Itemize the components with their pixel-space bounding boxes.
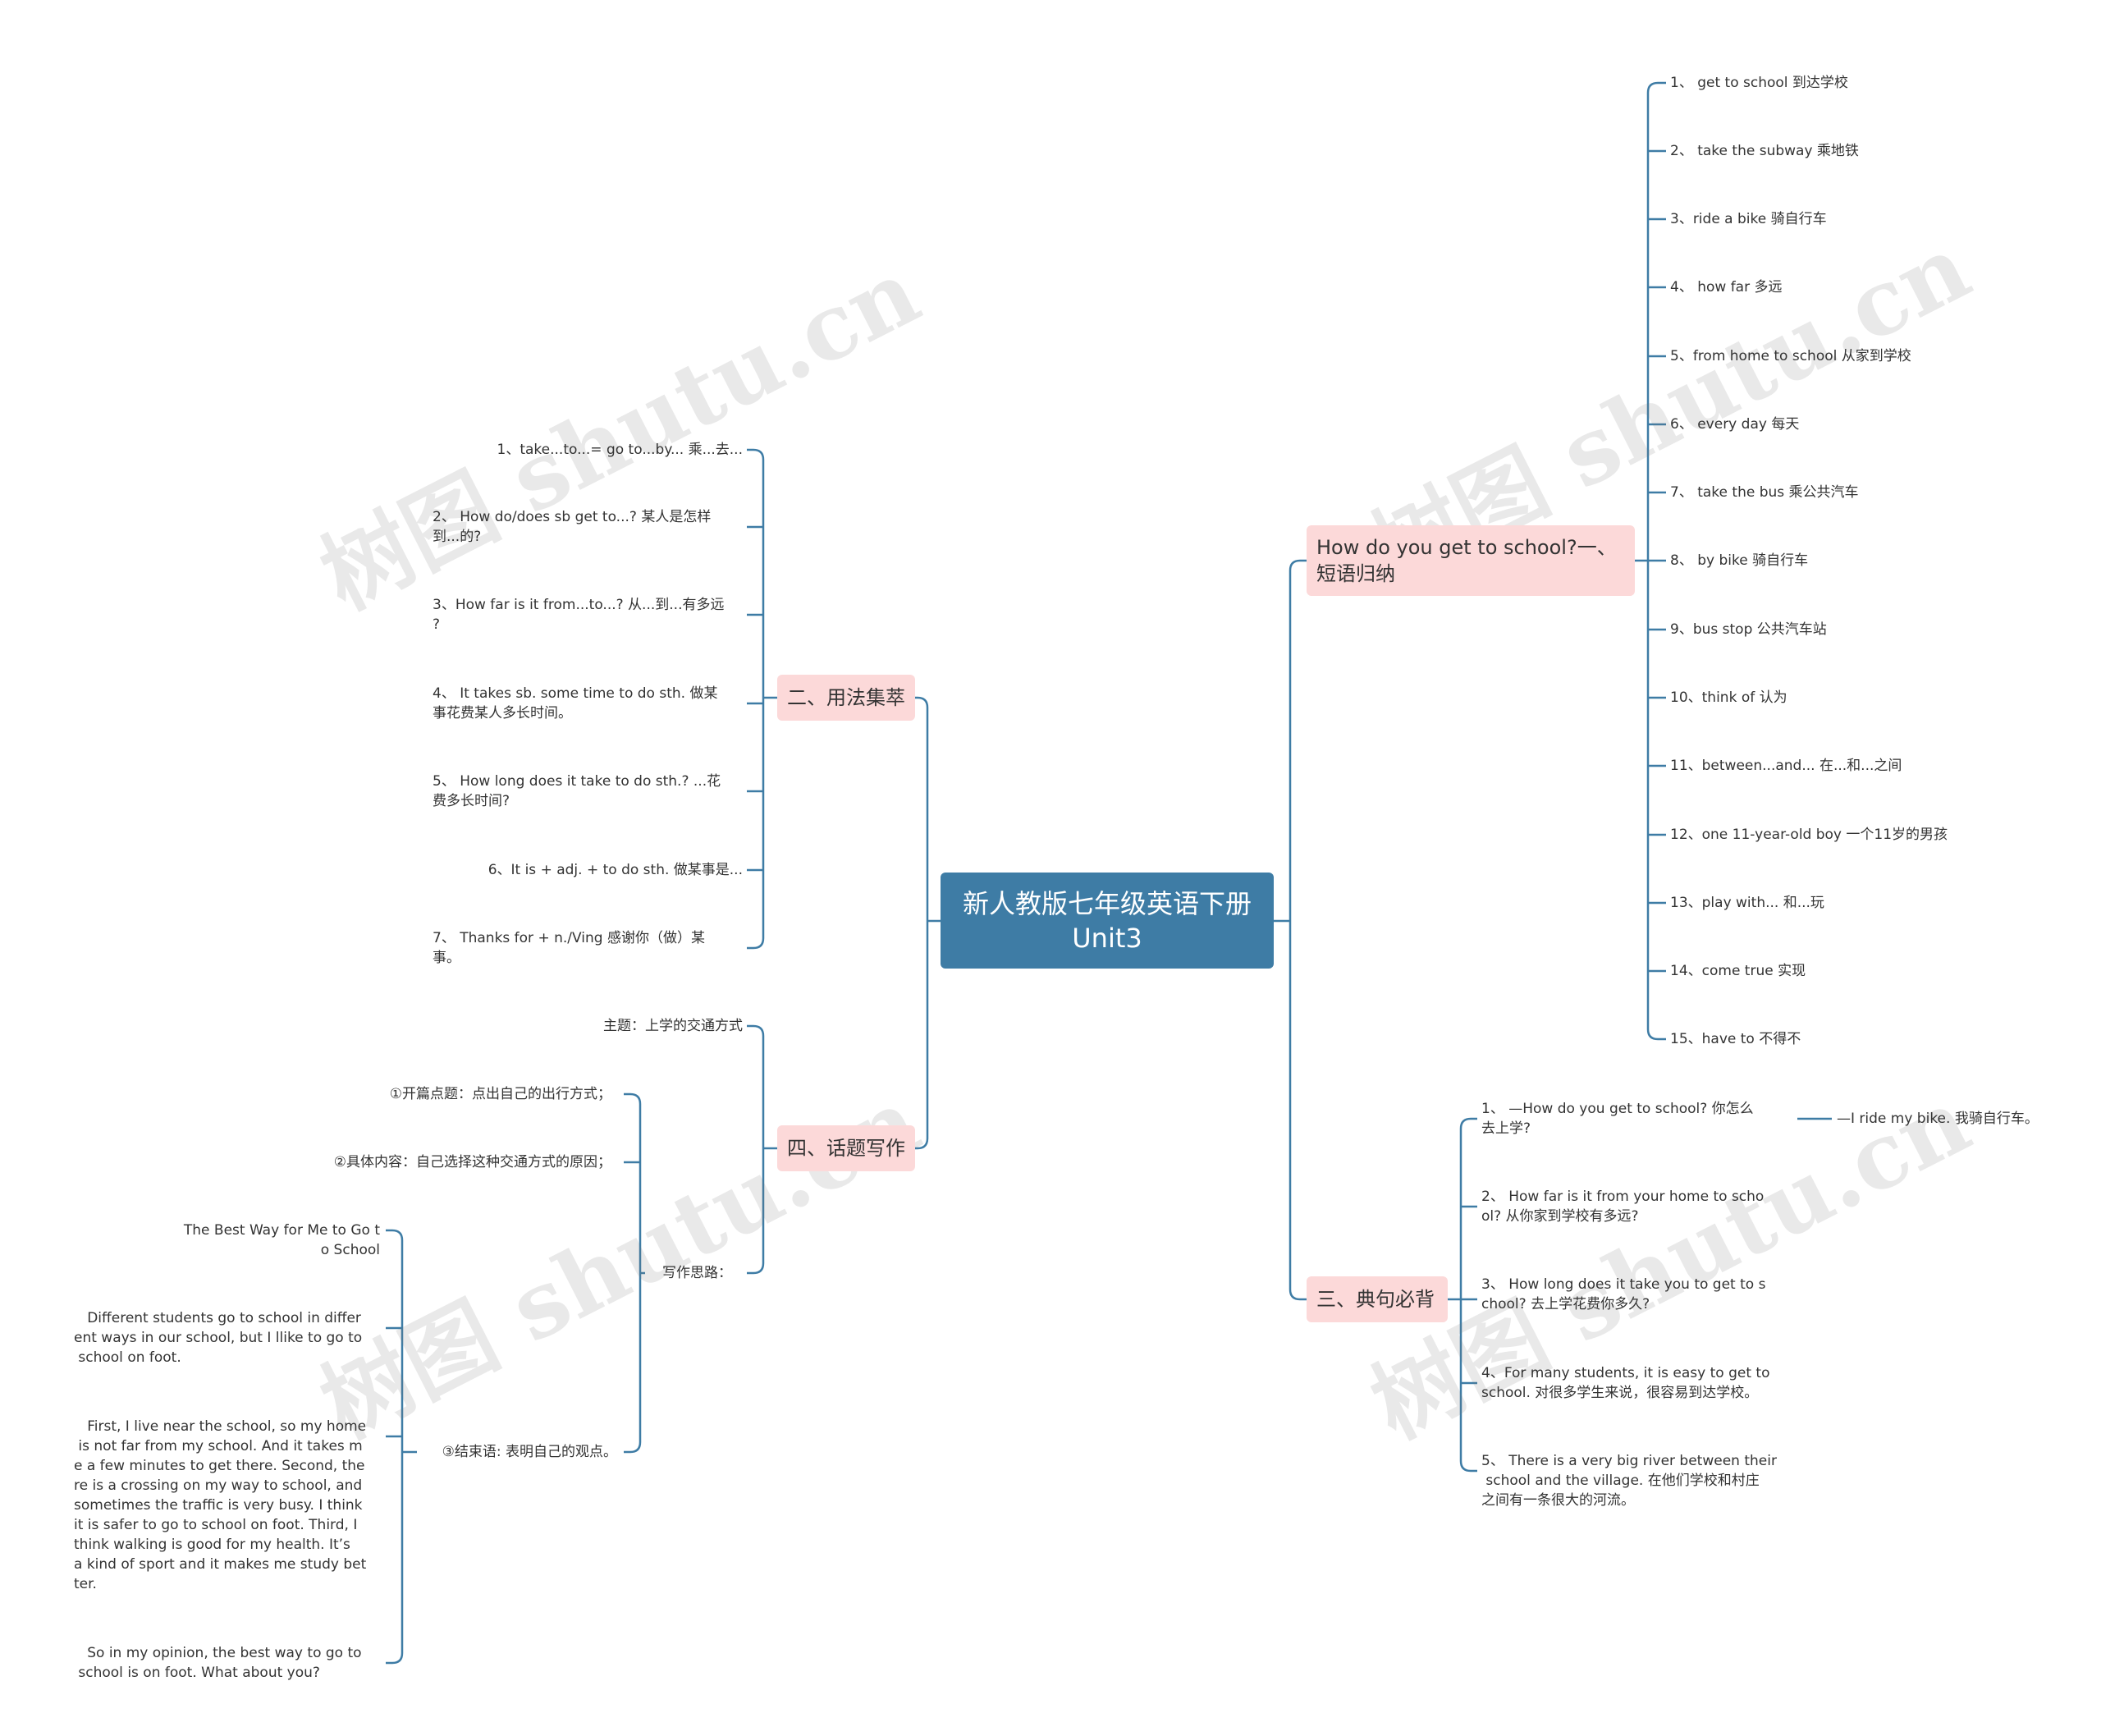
writing-step-1[interactable]: ①开篇点题：点出自己的出行方式； [389,1086,611,1102]
sentence-item-3[interactable]: 3、 How long does it take you to get to s… [1481,1276,1766,1312]
usage-item-7[interactable]: 7、 Thanks for + n./Ving 感谢你（做）某 事。 [433,930,705,966]
essay-paragraph-3[interactable]: So in my opinion, the best way to go to … [78,1645,362,1681]
writing-step-3[interactable]: ③结束语: 表明自己的观点。 [442,1444,617,1460]
sentence-item-5[interactable]: 5、 There is a very big river between the… [1481,1453,1777,1509]
usage-item-5[interactable]: 5、 How long does it take to do sth.? ...… [433,773,721,809]
essay-paragraph-1[interactable]: Different students go to school in diffe… [74,1310,363,1366]
phrase-item-4[interactable]: 4、 how far 多远 [1670,279,1783,295]
phrase-item-14[interactable]: 14、come true 实现 [1670,963,1806,979]
writing-approach[interactable]: 写作思路： [662,1265,732,1281]
phrase-item-1[interactable]: 1、 get to school 到达学校 [1670,75,1848,91]
branch-writing[interactable]: 四、话题写作 [777,1125,915,1171]
sentence-item-2[interactable]: 2、 How far is it from your home to scho … [1481,1189,1765,1225]
sentence-answer[interactable]: —I ride my bike. 我骑自行车。 [1837,1111,2039,1127]
connector-line-11 [1646,81,1666,94]
watermark-1: 树图 shutu.cn [304,238,936,630]
connector-line-3 [1289,559,1307,571]
connector-line-54 [386,1229,404,1241]
phrase-item-5[interactable]: 5、from home to school 从家到学校 [1670,348,1911,364]
connector-line-28 [1459,1117,1477,1129]
connector-line-49 [624,1092,642,1105]
phrase-item-2[interactable]: 2、 take the subway 乘地铁 [1670,143,1859,159]
branch-phrases[interactable]: How do you get to school?一、短语归纳 [1307,525,1635,596]
writing-step-2[interactable]: ②具体内容：自己选择这种交通方式的原因； [333,1154,611,1170]
connector-line-36 [747,448,765,460]
phrase-item-10[interactable]: 10、think of 认为 [1670,689,1787,706]
usage-item-1[interactable]: 1、take...to...= go to...by... 乘...去... [497,442,743,458]
connector-line-32 [1459,1460,1477,1473]
connector-line-51 [624,1441,642,1454]
phrase-item-3[interactable]: 3、ride a bike 骑自行车 [1670,211,1827,227]
connector-line-25 [1646,1028,1666,1041]
phrase-item-6[interactable]: 6、 every day 每天 [1670,416,1800,433]
connector-line-45 [747,1024,765,1037]
phrase-item-15[interactable]: 15、have to 不得不 [1670,1031,1801,1047]
watermark-3: 树图 shutu.cn [304,1067,936,1459]
sentence-item-1[interactable]: 1、 —How do you get to school? 你怎么 去上学? [1481,1101,1754,1137]
phrase-item-9[interactable]: 9、bus stop 公共汽车站 [1670,621,1827,638]
writing-topic[interactable]: 主题：上学的交通方式 [603,1018,743,1034]
phrase-item-13[interactable]: 13、play with... 和...玩 [1670,895,1824,911]
connector-line-7 [915,696,929,708]
usage-item-4[interactable]: 4、 It takes sb. some time to do sth. 做某 … [433,685,718,721]
branch-sentences[interactable]: 三、典句必背 [1307,1276,1448,1322]
branch-usage[interactable]: 二、用法集萃 [777,675,915,721]
phrase-item-12[interactable]: 12、one 11-year-old boy 一个11岁的男孩 [1670,827,1948,843]
usage-item-3[interactable]: 3、How far is it from...to...? 从...到...有多… [433,597,725,633]
connector-line-42 [747,937,765,950]
root-topic[interactable]: 新人教版七年级英语下册Unit3 [941,873,1274,969]
connector-line-46 [747,1262,765,1275]
connector-line-4 [1289,1289,1307,1301]
phrase-item-7[interactable]: 7、 take the bus 乘公共汽车 [1670,484,1859,501]
phrase-item-11[interactable]: 11、between...and... 在...和...之间 [1670,758,1902,774]
essay-paragraph-2[interactable]: First, I live near the school, so my hom… [74,1418,367,1592]
sentence-item-4[interactable]: 4、For many students, it is easy to get t… [1481,1365,1770,1401]
usage-item-2[interactable]: 2、 How do/does sb get to...? 某人是怎样 到...的… [433,509,712,545]
phrase-item-8[interactable]: 8、 by bike 骑自行车 [1670,552,1809,569]
essay-title[interactable]: The Best Way for Me to Go t o School [183,1222,380,1258]
usage-item-6[interactable]: 6、It is + adj. + to do sth. 做某事是... [487,862,743,878]
